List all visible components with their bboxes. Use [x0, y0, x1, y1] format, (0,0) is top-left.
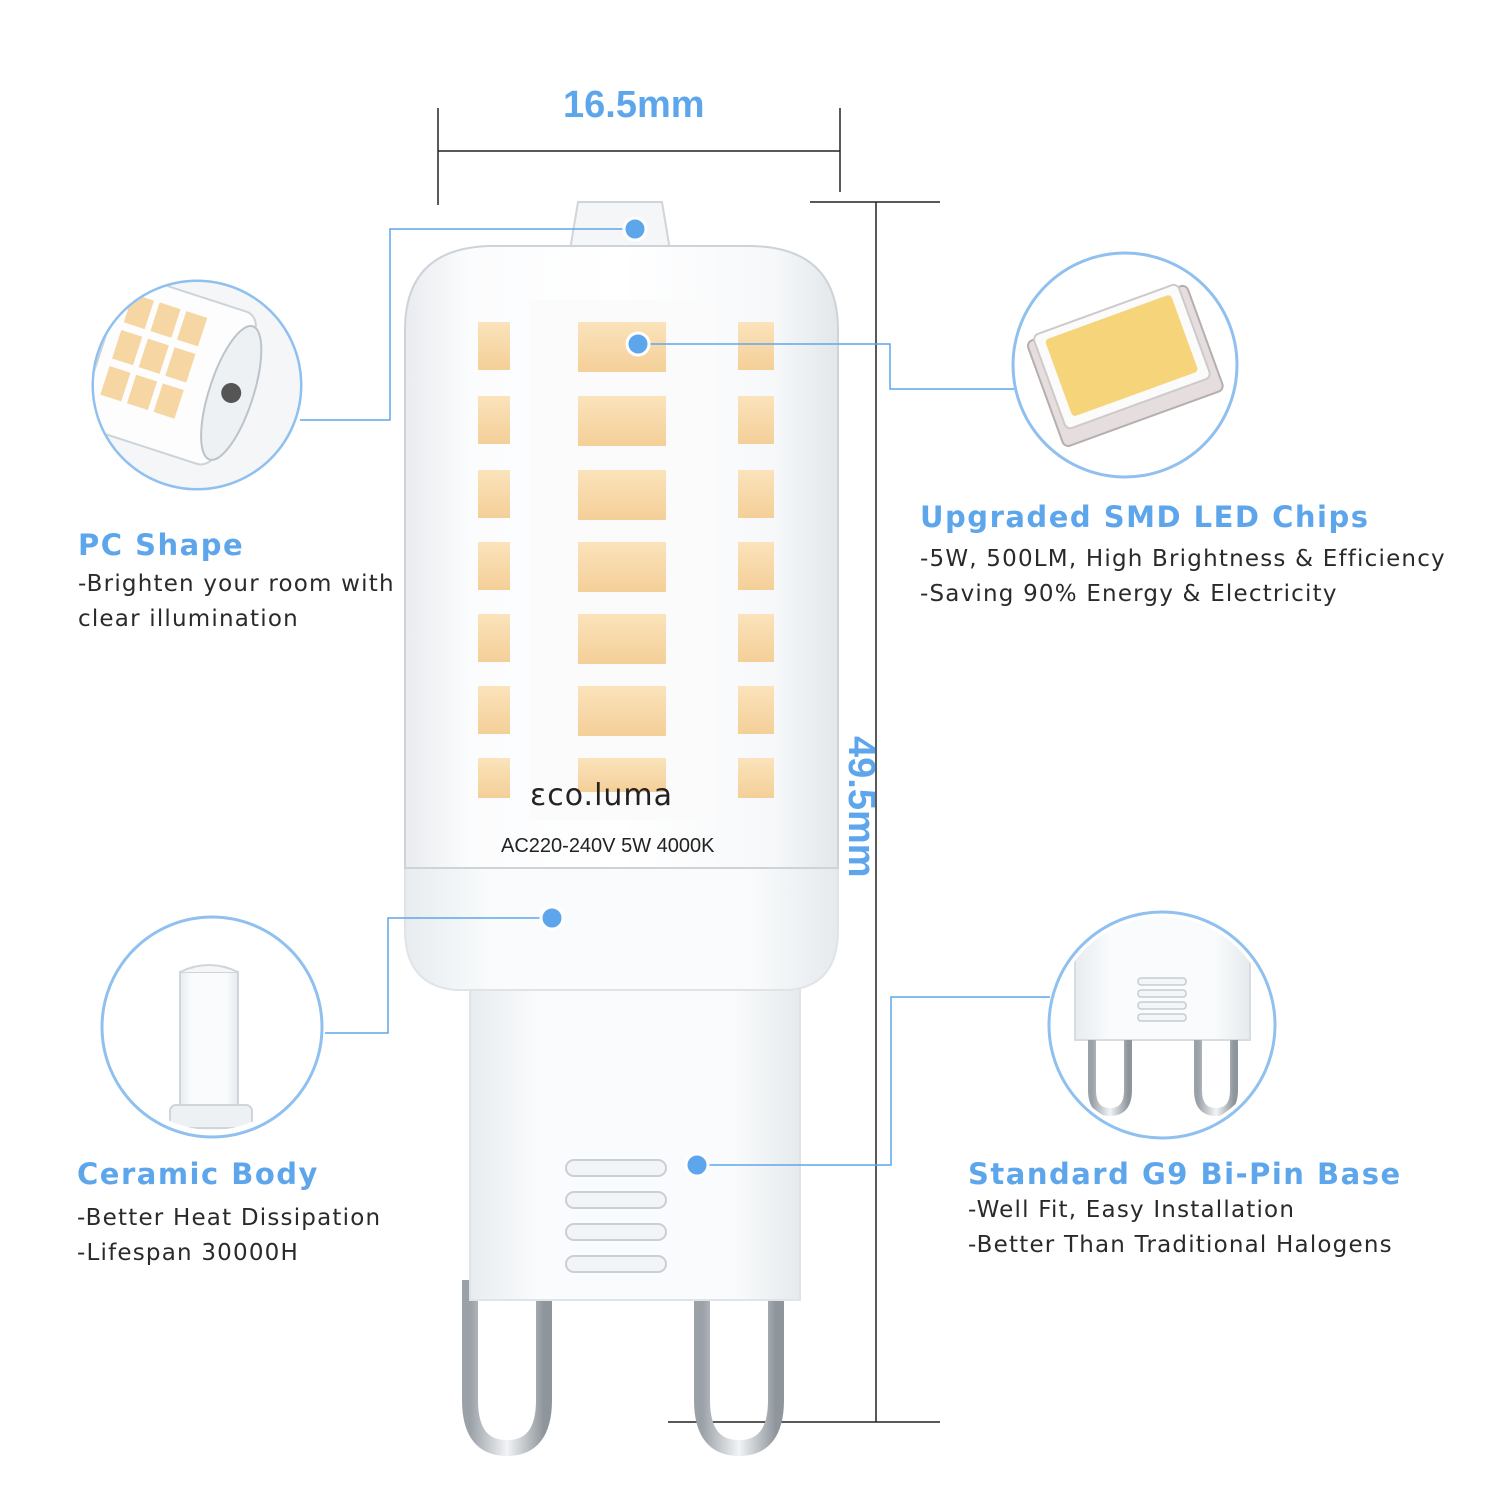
feature-line: -Better Than Traditional Halogens [968, 1232, 1393, 1258]
feature-line: -Brighten your room with [78, 571, 395, 597]
brand-logo: εco.luma [530, 778, 674, 813]
feature-ceramic-body: Ceramic Body -Better Heat Dissipation -L… [77, 1157, 381, 1271]
feature-line: -Well Fit, Easy Installation [968, 1197, 1296, 1223]
width-dimension-label: 16.5mm [563, 84, 705, 126]
top-nub [568, 201, 672, 251]
led-chip-array [478, 322, 774, 798]
feature-title: Upgraded SMD LED Chips [920, 500, 1370, 534]
pc-shape-zoom [91, 279, 303, 491]
height-dimension-label: 49.5mm [840, 736, 882, 878]
feature-g9-base: Standard G9 Bi-Pin Base -Well Fit, Easy … [968, 1157, 1402, 1263]
feature-title: Standard G9 Bi-Pin Base [968, 1157, 1402, 1191]
smd-chip-zoom [1011, 251, 1239, 479]
g9-base-zoom [1047, 910, 1277, 1140]
ceramic-body-zoom [100, 915, 324, 1139]
width-dimension-lines [437, 108, 841, 205]
feature-line: clear illumination [78, 606, 299, 632]
bi-pin-contacts [462, 1280, 784, 1457]
callout-dots [539, 216, 710, 1178]
feature-line: -Better Heat Dissipation [77, 1205, 382, 1231]
feature-smd-chips: Upgraded SMD LED Chips -5W, 500LM, High … [920, 500, 1446, 612]
height-dimension-lines [668, 201, 940, 1423]
feature-line: -Lifespan 30000H [77, 1240, 299, 1266]
ceramic-base [404, 859, 839, 1301]
feature-title: Ceramic Body [77, 1157, 319, 1191]
feature-pc-shape: PC Shape -Brighten your room with clear … [78, 528, 395, 637]
feature-line: -Saving 90% Energy & Electricity [920, 581, 1338, 607]
feature-line: -5W, 500LM, High Brightness & Efficiency [920, 546, 1446, 572]
callout-lines [300, 228, 1050, 1166]
bulb-spec-label: AC220-240V 5W 4000K [501, 835, 715, 857]
feature-title: PC Shape [78, 528, 245, 562]
